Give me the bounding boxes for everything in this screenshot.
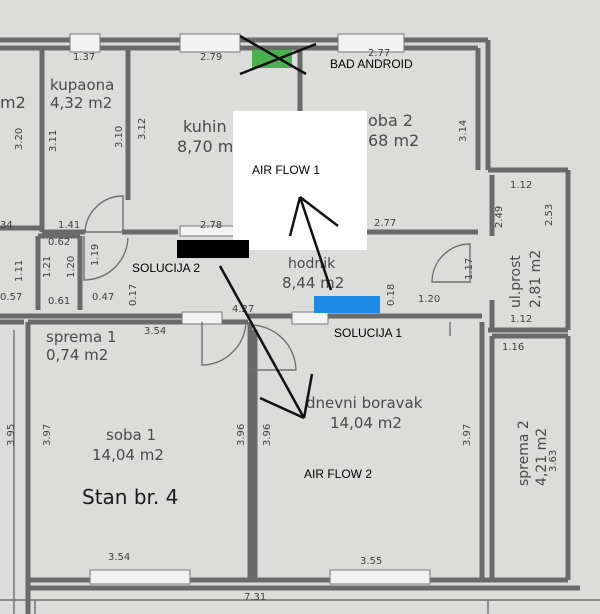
windows [69,33,431,585]
dim: 3.11 [48,130,59,152]
dim: 2.79 [200,52,222,63]
dim: 0.57 [0,292,22,303]
kupaona-name: kupaona [50,76,114,94]
sprema1-area: 0,74 m2 [46,346,108,364]
sprema2-area: 4,21 m2 [534,428,550,486]
dim: 3.97 [42,424,53,446]
dim: 3.55 [360,556,382,567]
dim: 1.20 [66,256,77,278]
kuhinja-area: 8,70 m [177,137,233,156]
dimension-labels: 1.37 2.79 2.77 3.20 3.11 3.10 3.12 3.14 … [0,48,559,603]
apartment-title: Stan br. 4 [82,485,178,509]
annotations: AIR FLOW 1 BAD ANDROID SOLUCIJA 2 SOLUCI… [132,34,413,481]
bad-android-marker [252,50,292,68]
dim: 3.10 [114,126,125,148]
dnevni-area: 14,04 m2 [330,414,402,432]
solucija-2-marker [177,240,249,258]
kuhinja-name: kuhin [183,117,227,136]
dim: 3.97 [462,424,473,446]
solucija-1-marker [314,296,380,313]
dnevni-name: dnevni boravak [306,394,423,412]
dim: 1.19 [90,244,101,266]
dim: 2.78 [200,220,222,231]
ulprost-area: 2,81 m2 [528,250,544,308]
left-cut-area: m2 [0,93,26,112]
dim: 2.77 [368,48,390,59]
ulprost-name: ul.prost [508,255,524,308]
dim: 0.62 [48,237,70,248]
dim: 2.53 [544,204,555,226]
air-flow-2-arrow [218,265,314,420]
dim: 1.12 [510,180,532,191]
soba1-name: soba 1 [106,426,156,444]
dim: 3.12 [137,118,148,140]
door-swings [83,195,471,371]
soba2-name: oba 2 [368,111,413,130]
dim: 7.31 [244,592,266,603]
dim: 2.49 [494,206,505,228]
dim: 1.21 [42,256,53,278]
dim: 0.17 [128,284,139,306]
bad-android-label: BAD ANDROID [330,57,413,71]
dim: 3.96 [262,424,273,446]
dim: 2.77 [374,218,396,229]
dim: 3.63 [548,450,559,472]
dim: 1.37 [73,52,95,63]
solucija-1-label: SOLUCIJA 1 [334,326,402,340]
dim: 1.17 [464,258,475,280]
hodnik-area: 8,44 m2 [282,274,344,292]
dim: 1.16 [502,342,524,353]
soba2-area: 68 m2 [368,131,419,150]
air-flow-1-box [233,111,367,250]
dim: 0.47 [92,292,114,303]
air-flow-1-label: AIR FLOW 1 [252,163,320,177]
room-labels: m2 kupaona 4,32 m2 kuhin 8,70 m oba 2 68… [0,76,550,509]
dim: 3.96 [236,424,247,446]
air-flow-1-arrow [288,196,339,291]
dim: 0.61 [48,296,70,307]
dim: 1.12 [510,314,532,325]
dim: 3.95 [6,424,17,446]
dim: 34 [0,220,13,231]
dim: 1.11 [14,260,25,282]
dim: 3.54 [144,326,166,337]
sprema1-name: sprema 1 [46,328,117,346]
dim: 0.18 [386,284,397,306]
hodnik-name: hodnik [288,256,336,272]
kupaona-area: 4,32 m2 [50,94,112,112]
dim: 3.54 [108,552,130,563]
air-flow-2-label: AIR FLOW 2 [304,467,372,481]
sprema2-name: sprema 2 [516,420,532,486]
solucija-2-label: SOLUCIJA 2 [132,261,200,275]
dim: 3.14 [458,120,469,142]
dim: 3.20 [14,128,25,150]
soba1-area: 14,04 m2 [92,446,164,464]
dim: 1.20 [418,294,440,305]
dim: 1.41 [58,220,80,231]
